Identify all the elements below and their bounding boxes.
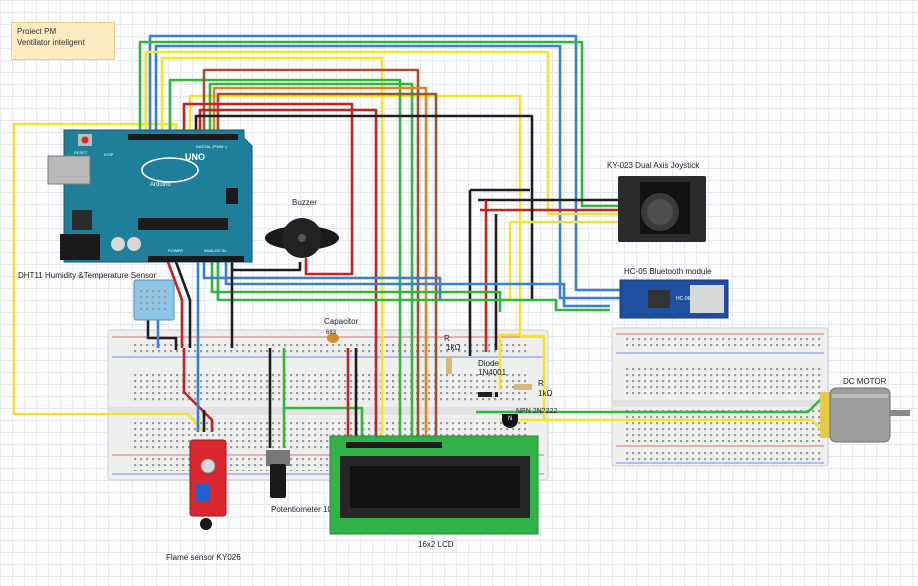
dht11-sensor[interactable]: DHT11 Humidity &Temperature Sensor [18, 271, 175, 321]
power-label: POWER [168, 248, 183, 253]
bt-chip-label: HC-06 [676, 296, 691, 302]
potentiometer-label: Potentiometer 10K [271, 505, 338, 514]
resistor-2-name: R [538, 379, 544, 388]
joystick-module[interactable]: KY-023 Dual Axis Joystick [607, 161, 706, 242]
project-note[interactable]: Proiect PM Ventilator inteligent [11, 22, 115, 60]
reset-label: RESET [74, 150, 88, 155]
digital-label: DIGITAL (PWM~) [196, 144, 228, 149]
flame-sensor[interactable]: Flame sensor KY026 [166, 439, 241, 562]
note-line-2: Ventilator inteligent [17, 38, 85, 47]
transistor-label: NPN 2N2222 [516, 408, 557, 415]
npn-transistor[interactable]: N NPN 2N2222 [502, 408, 557, 428]
dc-motor[interactable]: DC MOTOR [820, 377, 910, 443]
power-jack [60, 234, 100, 260]
icsp-label: ICSP [104, 152, 114, 157]
buzzer-label: Buzzer [292, 198, 317, 207]
resistor-2[interactable]: R 1kΩ [514, 379, 552, 398]
capacitor[interactable]: Capacitor 683 [324, 317, 359, 343]
joystick-label: KY-023 Dual Axis Joystick [607, 161, 700, 170]
bluetooth-label: HC-05 Bluetooth module [624, 267, 712, 276]
resistor-2-value: 1kΩ [538, 389, 552, 398]
lcd-label: 16x2 LCD [418, 540, 454, 549]
bluetooth-module[interactable]: HC-06 HC-05 Bluetooth module [619, 267, 729, 319]
analog-label: ANALOG IN [204, 248, 226, 253]
dht11-label: DHT11 Humidity &Temperature Sensor [18, 271, 156, 280]
capacitor-code: 683 [326, 330, 337, 336]
wires [12, 34, 823, 448]
arduino-brand-text: Arduino [150, 182, 171, 188]
arduino-uno[interactable]: UNO Arduino RESET ICSP DIGITAL (PWM~) AN… [47, 129, 253, 263]
flame-sensor-label: Flame sensor KY026 [166, 553, 241, 562]
dc-motor-label: DC MOTOR [843, 377, 887, 386]
arduino-uno-text: UNO [185, 152, 205, 162]
transistor-mark: N [508, 416, 512, 422]
digital-header [128, 134, 238, 140]
potentiometer[interactable]: Potentiometer 10K [266, 450, 338, 514]
analog-header [148, 256, 244, 262]
lcd-16x2[interactable]: 16x2 LCD [329, 435, 539, 549]
arduino-logo [141, 157, 199, 183]
note-line-1: Proiect PM [17, 27, 57, 36]
resistor-1[interactable]: R 1kΩ [444, 334, 460, 374]
capacitor-label: Capacitor [324, 317, 359, 326]
resistor-1-name: R [444, 334, 450, 343]
buzzer[interactable]: Buzzer [265, 198, 339, 258]
diode[interactable]: Diode 1N4001 [478, 359, 507, 397]
diode-label: Diode [478, 359, 499, 368]
resistor-1-value: 1kΩ [446, 343, 460, 352]
atmega-chip [138, 218, 228, 230]
usb-port [47, 155, 91, 185]
diode-part: 1N4001 [478, 368, 507, 377]
motor-breadboard [611, 327, 829, 467]
